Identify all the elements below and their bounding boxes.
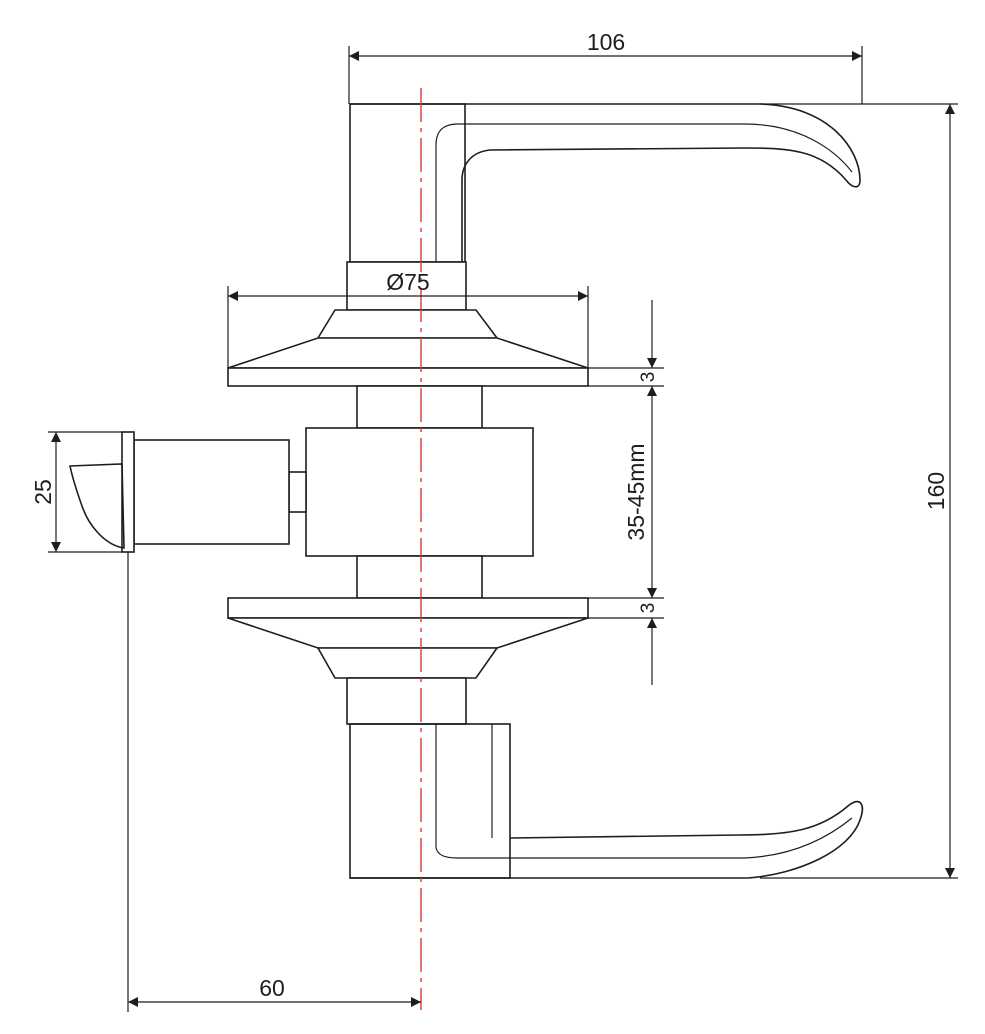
lower-lever-handle xyxy=(349,723,864,879)
latch-assembly xyxy=(69,431,307,553)
dim-door-thickness-label: 35-45mm xyxy=(623,443,649,540)
dim-overall-width: 106 xyxy=(348,29,863,104)
lock-chassis xyxy=(305,385,534,599)
dim-overall-height: 160 xyxy=(760,103,958,879)
dim-door-thickness: 3 35-45mm 3 xyxy=(588,300,664,685)
dim-overall-width-label: 106 xyxy=(587,29,625,55)
dim-rose-diameter: Ø75 xyxy=(227,269,589,368)
dim-latch-height-label: 25 xyxy=(30,479,56,505)
dim-rose-thickness-bottom-label: 3 xyxy=(638,603,659,614)
dim-rose-thickness-top-label: 3 xyxy=(638,372,659,383)
upper-lever-handle xyxy=(349,103,861,263)
dim-latch-height: 25 xyxy=(30,431,122,553)
dim-overall-height-label: 160 xyxy=(923,472,949,510)
dim-backset-label: 60 xyxy=(259,975,285,1001)
dim-backset: 60 xyxy=(127,552,421,1012)
lower-rose xyxy=(227,597,589,725)
dim-rose-diameter-label: Ø75 xyxy=(386,269,429,295)
